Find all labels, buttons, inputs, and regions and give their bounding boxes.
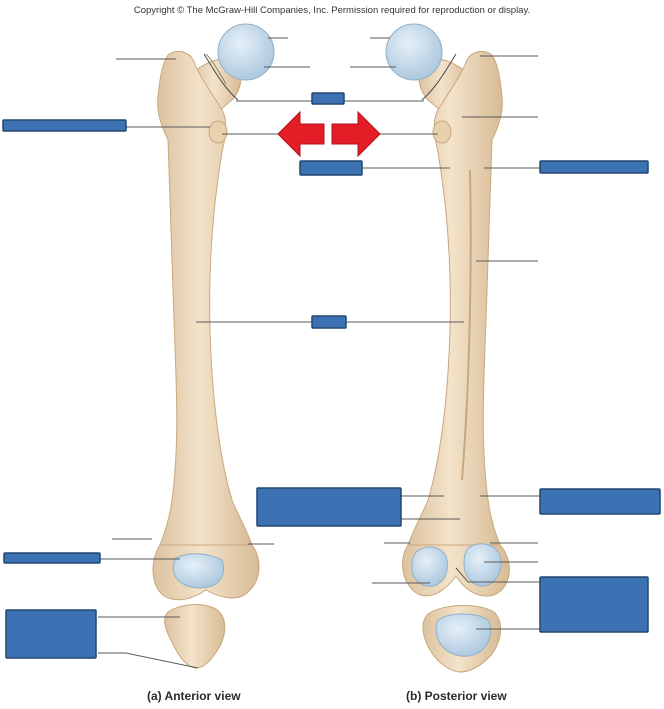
copyright-notice: Copyright © The McGraw-Hill Companies, I… [133,5,531,16]
anterior-lesser-trochanter [208,120,228,144]
posterior-medial-condyle [463,543,502,587]
red-left-arrow-icon [277,110,325,158]
label-box-condyle-left[interactable] [3,552,101,564]
label-box-epicondyle-right[interactable] [539,488,661,515]
anterior-view-caption: (a) Anterior view [147,689,241,703]
label-box-neck[interactable] [311,92,345,105]
label-boxes [2,92,661,659]
posterior-view-caption: (b) Posterior view [406,689,507,703]
posterior-lesser-trochanter [432,120,452,144]
label-box-condyles-right[interactable] [539,576,649,633]
posterior-lateral-condyle [411,546,448,587]
posterior-femoral-head [385,23,443,81]
anterior-femur [152,23,275,669]
leader-lines [98,37,540,669]
anterior-patella [164,604,226,669]
posterior-femur [385,23,510,673]
red-right-arrow-icon [331,110,381,158]
label-box-intertrochanteric[interactable] [299,160,363,176]
anterior-shaft [157,51,253,546]
label-box-gluteal-tuberosity[interactable] [539,160,649,174]
label-box-patella[interactable] [5,609,97,659]
label-box-greater-trochanter-left[interactable] [2,119,127,132]
posterior-shaft [407,51,503,546]
anterior-patellar-surface [172,553,225,589]
posterior-linea-aspera [461,169,472,481]
anterior-femoral-head [217,23,275,81]
label-box-shaft[interactable] [311,315,347,329]
label-box-epicondyle-center[interactable] [256,487,402,527]
posterior-patella-articular-surface [435,613,492,657]
